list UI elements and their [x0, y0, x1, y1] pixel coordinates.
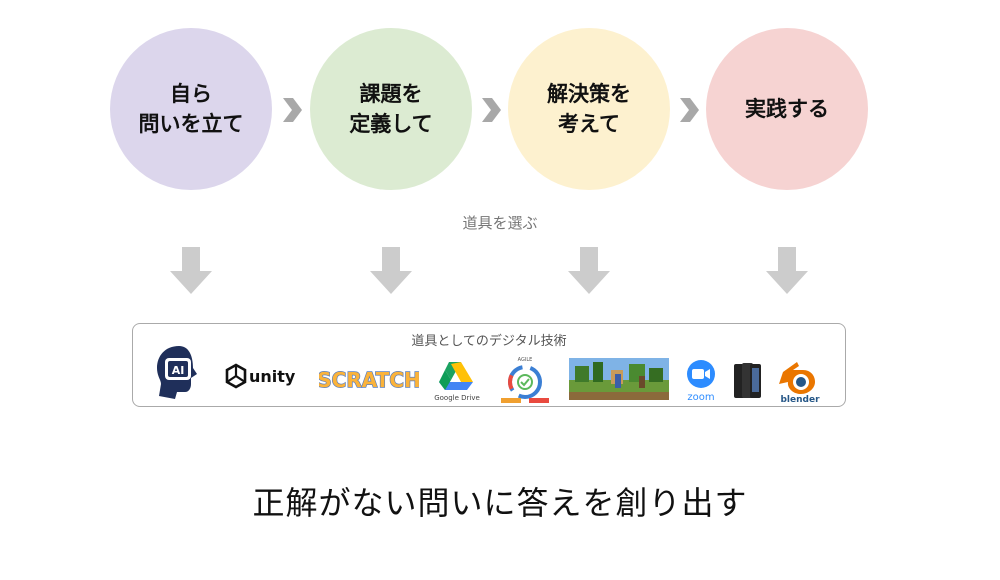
step-circle-3: 解決策を 考えて	[508, 28, 670, 190]
slogan: 正解がない問いに答えを創り出す	[252, 484, 748, 522]
unity-logo: unity	[225, 363, 296, 389]
agile-text: AGILE	[518, 357, 533, 363]
blender-logo: blender	[779, 362, 820, 404]
digital-tools-box: 道具としてのデジタル技術 AI unity SCRATCH Google Dri…	[132, 323, 846, 407]
step-label-3: 解決策を 考えて	[547, 82, 631, 136]
chevron-right-icon	[482, 98, 501, 122]
arrow-down-icon	[370, 247, 412, 294]
step-label-4: 実践する	[745, 97, 829, 121]
tools-title: 道具としてのデジタル技術	[411, 334, 567, 349]
scratch-logo: SCRATCH	[319, 367, 419, 392]
zoom-logo: zoom	[687, 360, 715, 403]
step-circle-2: 課題を 定義して	[310, 28, 472, 190]
minecraft-image	[569, 358, 669, 400]
ai-head-icon: AI	[157, 346, 197, 399]
arrow-down-icon	[568, 247, 610, 294]
step-label-2: 課題を 定義して	[349, 82, 433, 136]
unity-logo-text: unity	[249, 367, 296, 386]
google-drive-text: Google Drive	[434, 394, 480, 402]
step-label-1: 自ら 問いを立て	[138, 82, 244, 136]
step-circle-4: 実践する	[706, 28, 868, 190]
iphone-devices-icon	[734, 363, 761, 398]
chevron-right-icon	[283, 98, 302, 122]
arrow-down-icon	[170, 247, 212, 294]
google-drive-logo: Google Drive	[434, 362, 480, 402]
step-circle-1: 自ら 問いを立て	[110, 28, 272, 190]
scratch-logo-text: SCRATCH	[319, 368, 419, 392]
subtitle-choose-tools: 道具を選ぶ	[462, 214, 538, 232]
zoom-text: zoom	[687, 392, 714, 403]
chevron-right-icon	[680, 98, 699, 122]
agile-cycle-icon: AGILE	[501, 357, 549, 403]
ai-head-text: AI	[172, 364, 185, 377]
blender-text: blender	[780, 395, 820, 404]
arrow-down-icon	[766, 247, 808, 294]
